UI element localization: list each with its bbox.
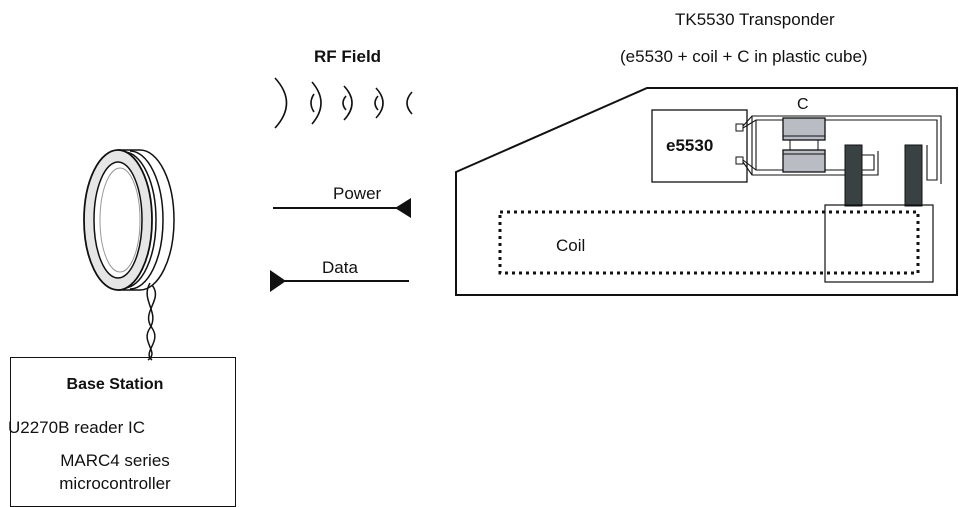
power-arrow: [273, 198, 411, 218]
base-station-mcu-line1: MARC4 series: [60, 451, 170, 470]
power-label: Power: [333, 184, 382, 203]
chip-pin-top: [735, 123, 744, 132]
twisted-wires: [146, 282, 157, 361]
coil-terminal-right: [904, 144, 923, 207]
capacitor: [782, 117, 826, 173]
rf-field-label: RF Field: [314, 47, 382, 66]
transponder-subtitle: (e5530 + coil + C in plastic cube): [620, 47, 868, 66]
coil-terminal-left: [844, 144, 863, 207]
transponder-housing: [455, 87, 958, 296]
rf-field-arcs: [274, 77, 413, 129]
base-station-title: Base Station: [66, 376, 164, 393]
circuit-wires: [742, 115, 942, 184]
data-arrow: [270, 270, 409, 292]
base-station-mcu-line2: microcontroller: [59, 474, 171, 493]
chip-label: e5530: [666, 136, 714, 155]
coil-label: Coil: [556, 236, 586, 255]
chip-pin-bottom: [735, 156, 744, 165]
e5530-chip: [651, 109, 748, 183]
coil-winding-dotted: [498, 210, 920, 275]
antenna-coil: [83, 149, 175, 291]
capacitor-label: C: [797, 96, 809, 113]
transponder-title: TK5530 Transponder: [675, 10, 835, 29]
base-station-reader-ic: U2270B reader IC: [8, 418, 146, 437]
data-label: Data: [322, 258, 358, 277]
coil-body: [824, 204, 934, 283]
